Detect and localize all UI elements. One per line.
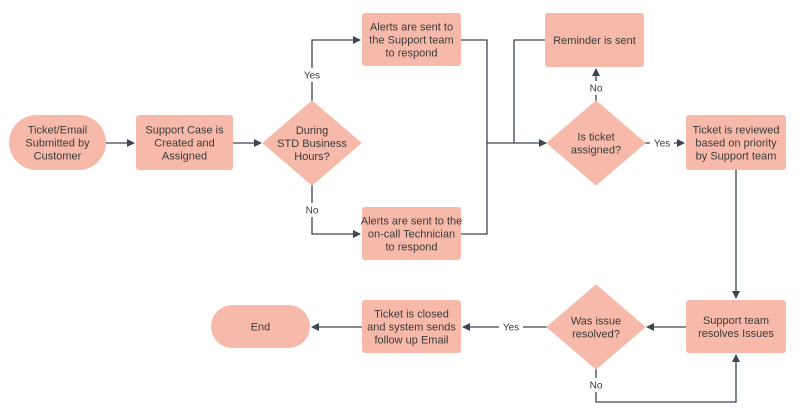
node-reminder: Reminder is sent xyxy=(545,13,644,67)
node-text-line: and system sends xyxy=(367,322,456,334)
edge-label-bg xyxy=(300,68,324,82)
node-text-line: based on priority xyxy=(695,138,777,150)
node-text-line: During xyxy=(296,125,328,137)
node-text-line: to respond xyxy=(386,242,438,254)
edge-issue_resolved-to-resolves_issues xyxy=(595,354,740,403)
edge-label-no: No xyxy=(306,206,319,217)
node-text-line: resolves Issues xyxy=(698,328,774,340)
edge-alerts_support-to-ticket_assigned xyxy=(461,39,547,147)
decision-diamond xyxy=(546,284,646,370)
process-box xyxy=(362,300,461,353)
node-text-line: Submitted by xyxy=(25,138,90,150)
node-text-line: Ticket is reviewed xyxy=(692,125,779,137)
edge-alerts_oncall-to-ticket_assigned xyxy=(461,143,488,235)
node-text-line: STD Business xyxy=(277,138,347,150)
node-text-line: Alerts are sent to the xyxy=(361,216,463,228)
node-text-line: the Support team xyxy=(369,35,453,47)
edge-label-no: No xyxy=(590,381,603,392)
node-text-line: resolved? xyxy=(572,329,620,341)
node-text-line: Support team xyxy=(703,315,769,327)
edge-label-yes: Yes xyxy=(654,139,670,150)
node-text-line: End xyxy=(251,322,271,334)
process-box xyxy=(362,13,461,66)
node-text-line: Support Case is xyxy=(145,125,224,137)
node-text-line: to respond xyxy=(386,48,438,60)
node-text-line: Hours? xyxy=(294,151,329,163)
node-text-line: Created and xyxy=(154,138,215,150)
node-text-line: Is ticket xyxy=(577,132,614,144)
process-box xyxy=(136,115,233,170)
node-text-line: follow up Email xyxy=(375,335,449,347)
edge-label-no: No xyxy=(590,84,603,95)
node-text-line: Assigned xyxy=(162,151,207,163)
process-box xyxy=(362,207,461,260)
edge-label-bg xyxy=(587,81,605,95)
node-end: End xyxy=(211,305,310,348)
node-text-line: by Support team xyxy=(696,151,777,163)
edges-layer xyxy=(106,36,740,403)
node-text-line: Was issue xyxy=(571,316,621,328)
process-box xyxy=(545,13,644,67)
node-text-line: Customer xyxy=(34,151,82,163)
terminal-shape xyxy=(211,305,310,348)
process-box xyxy=(686,115,786,170)
edge-label-bg xyxy=(650,136,674,150)
decision-diamond xyxy=(262,100,362,186)
decision-diamond xyxy=(546,100,646,186)
terminal-shape xyxy=(9,115,106,170)
node-text-line: assigned? xyxy=(571,145,621,157)
edge-label-yes: Yes xyxy=(503,323,519,334)
edge-label-yes: Yes xyxy=(304,71,320,82)
edge-label-bg xyxy=(499,320,523,334)
edge-label-bg xyxy=(587,378,605,392)
edge-business_hours-to-alerts_oncall xyxy=(311,185,361,238)
process-box xyxy=(686,300,786,353)
node-text-line: Alerts are sent to xyxy=(370,22,453,34)
node-text-line: Reminder is sent xyxy=(553,35,636,47)
edge-label-bg xyxy=(303,203,321,217)
edge-reminder-to-ticket_assigned xyxy=(513,39,545,143)
node-text-line: on-call Technician xyxy=(368,229,455,241)
node-text-line: Ticket/Email xyxy=(28,125,88,137)
node-text-line: Ticket is closed xyxy=(374,309,449,321)
